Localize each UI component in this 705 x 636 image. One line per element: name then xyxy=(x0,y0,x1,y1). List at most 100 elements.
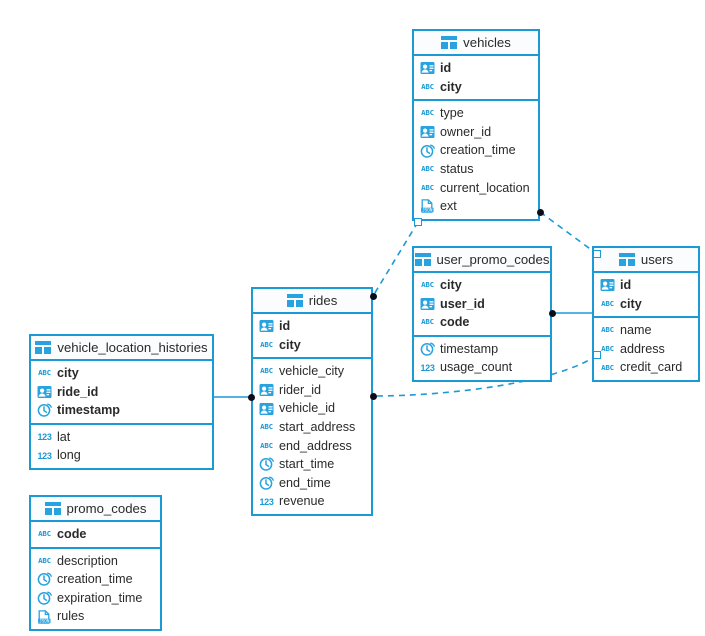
table-grid-icon xyxy=(441,36,458,49)
field-label: current_location xyxy=(440,180,530,195)
reference-icon xyxy=(600,278,615,292)
field-label: revenue xyxy=(279,494,325,509)
reference-icon xyxy=(420,297,435,311)
field-rider_id[interactable]: rider_id xyxy=(253,381,371,400)
field-label: rider_id xyxy=(279,382,321,397)
relationship-endpoint-dot-users-to-rides-target[interactable] xyxy=(369,392,377,400)
field-timestamp[interactable]: timestamp xyxy=(414,340,550,359)
entity-title: users xyxy=(640,251,674,267)
relationship-endpoint-dot-users-to-user-promo-codes-target[interactable] xyxy=(548,309,556,317)
field-city[interactable]: ABC city xyxy=(594,295,698,314)
clock-icon xyxy=(420,342,435,356)
relationship-endpoint-dot-vehicles-to-rides-target[interactable] xyxy=(369,292,377,300)
relationship-endpoint-square-vehicles-to-users-target[interactable] xyxy=(593,250,601,258)
entity-header-user_promo_codes[interactable]: user_promo_codes xyxy=(414,248,550,273)
field-ride_id[interactable]: ride_id xyxy=(31,383,212,402)
field-expiration_time[interactable]: expiration_time xyxy=(31,589,160,608)
number-icon: 123 xyxy=(37,450,52,461)
field-vehicle_id[interactable]: vehicle_id xyxy=(253,399,371,418)
relationship-endpoint-square-vehicles-to-rides-source[interactable] xyxy=(414,218,422,226)
abc-text-icon: ABC xyxy=(38,555,51,565)
field-creation_time[interactable]: creation_time xyxy=(31,570,160,589)
abc-text-icon: ABC xyxy=(260,422,273,432)
field-label: end_time xyxy=(279,475,331,490)
relationship-endpoint-dot-vehicle-location-histories-to-rides-target[interactable] xyxy=(247,393,255,401)
entity-header-users[interactable]: users xyxy=(594,248,698,273)
field-start_time[interactable]: start_time xyxy=(253,455,371,474)
field-label: lat xyxy=(57,429,71,444)
field-label: end_address xyxy=(279,438,352,453)
field-label: id xyxy=(620,278,632,292)
clock-icon xyxy=(259,457,274,472)
relationship-endpoint-dot-vehicles-to-users-source[interactable] xyxy=(536,208,544,216)
field-id[interactable]: id xyxy=(414,59,538,78)
field-revenue[interactable]: 123 revenue xyxy=(253,492,371,511)
field-user_id[interactable]: user_id xyxy=(414,295,550,314)
field-long[interactable]: 123 long xyxy=(31,446,212,465)
field-label: ride_id xyxy=(57,384,99,399)
field-label: user_id xyxy=(440,296,485,311)
abc-text-icon: ABC xyxy=(421,164,434,174)
entity-header-promo_codes[interactable]: promo_codes xyxy=(31,497,160,522)
field-label: long xyxy=(57,448,81,463)
entity-title: promo_codes xyxy=(66,500,147,516)
table-grid-icon xyxy=(618,253,635,266)
field-city[interactable]: ABC city xyxy=(414,78,538,97)
table-grid-icon xyxy=(44,502,61,515)
json-icon: JSON xyxy=(420,199,435,214)
clock-icon xyxy=(259,476,274,490)
field-id[interactable]: id xyxy=(253,317,371,336)
number-icon: 123 xyxy=(259,496,274,507)
table-grid-icon xyxy=(35,341,52,354)
abc-text-icon: ABC xyxy=(421,81,434,91)
field-current_location[interactable]: ABC current_location xyxy=(414,179,538,198)
field-label: expiration_time xyxy=(57,590,143,605)
field-label: rules xyxy=(57,609,85,624)
field-label: city xyxy=(440,79,462,94)
abc-text-icon: ABC xyxy=(601,298,614,308)
field-owner_id[interactable]: owner_id xyxy=(414,123,538,142)
field-end_time[interactable]: end_time xyxy=(253,474,371,493)
field-timestamp[interactable]: timestamp xyxy=(31,401,212,420)
entity-header-vehicles[interactable]: vehicles xyxy=(414,31,538,56)
relationship-endpoint-square-users-to-rides-source[interactable] xyxy=(593,351,601,359)
field-label: id xyxy=(279,319,291,333)
field-creation_time[interactable]: creation_time xyxy=(414,141,538,160)
field-id[interactable]: id xyxy=(594,276,698,295)
abc-text-icon: ABC xyxy=(421,182,434,192)
field-label: code xyxy=(440,315,470,330)
entity-header-vehicle_location_histories[interactable]: vehicle_location_histories xyxy=(31,336,212,361)
entity-header-rides[interactable]: rides xyxy=(253,289,371,314)
field-label: city xyxy=(620,296,642,311)
